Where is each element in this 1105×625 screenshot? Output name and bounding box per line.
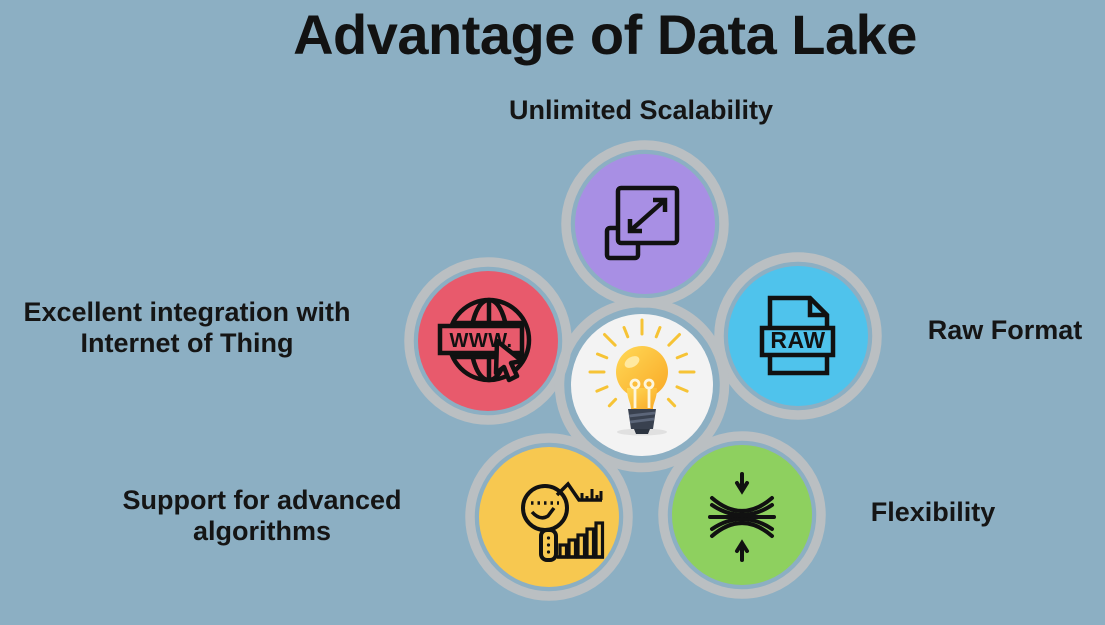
www-globe-icon: WWW. [437,297,532,383]
compress-icon [708,472,776,562]
label-raw-format: Raw Format [927,315,1083,345]
petal-raw-format: RAW [728,266,868,406]
petal-iot-integration: WWW. [418,271,558,411]
analytics-icon [521,481,605,562]
petal-advanced-algorithms [479,447,619,587]
petal-ring-bottom-right [658,431,826,599]
label-advanced-algorithms: Support for advanced algorithms [122,485,402,547]
lightbulb-icon [588,318,696,436]
raw-file-icon: RAW [759,295,836,376]
raw-badge-text: RAW [770,327,825,353]
petal-flexibility [672,445,812,585]
petal-ring-bottom-left [465,433,633,601]
hub-ring [554,297,730,473]
center-hub [571,314,713,456]
lightbulb-rays [588,318,696,408]
flower-rings [404,140,882,601]
petal-unlimited-scalability [575,154,715,294]
page-title: Advantage of Data Lake [293,3,917,66]
scale-icon [604,185,680,261]
label-iot-integration: Excellent integration with Internet of T… [23,297,351,359]
petal-ring-right [714,252,882,420]
label-flexibility: Flexibility [870,497,996,527]
label-unlimited-scalability: Unlimited Scalability [508,95,774,125]
